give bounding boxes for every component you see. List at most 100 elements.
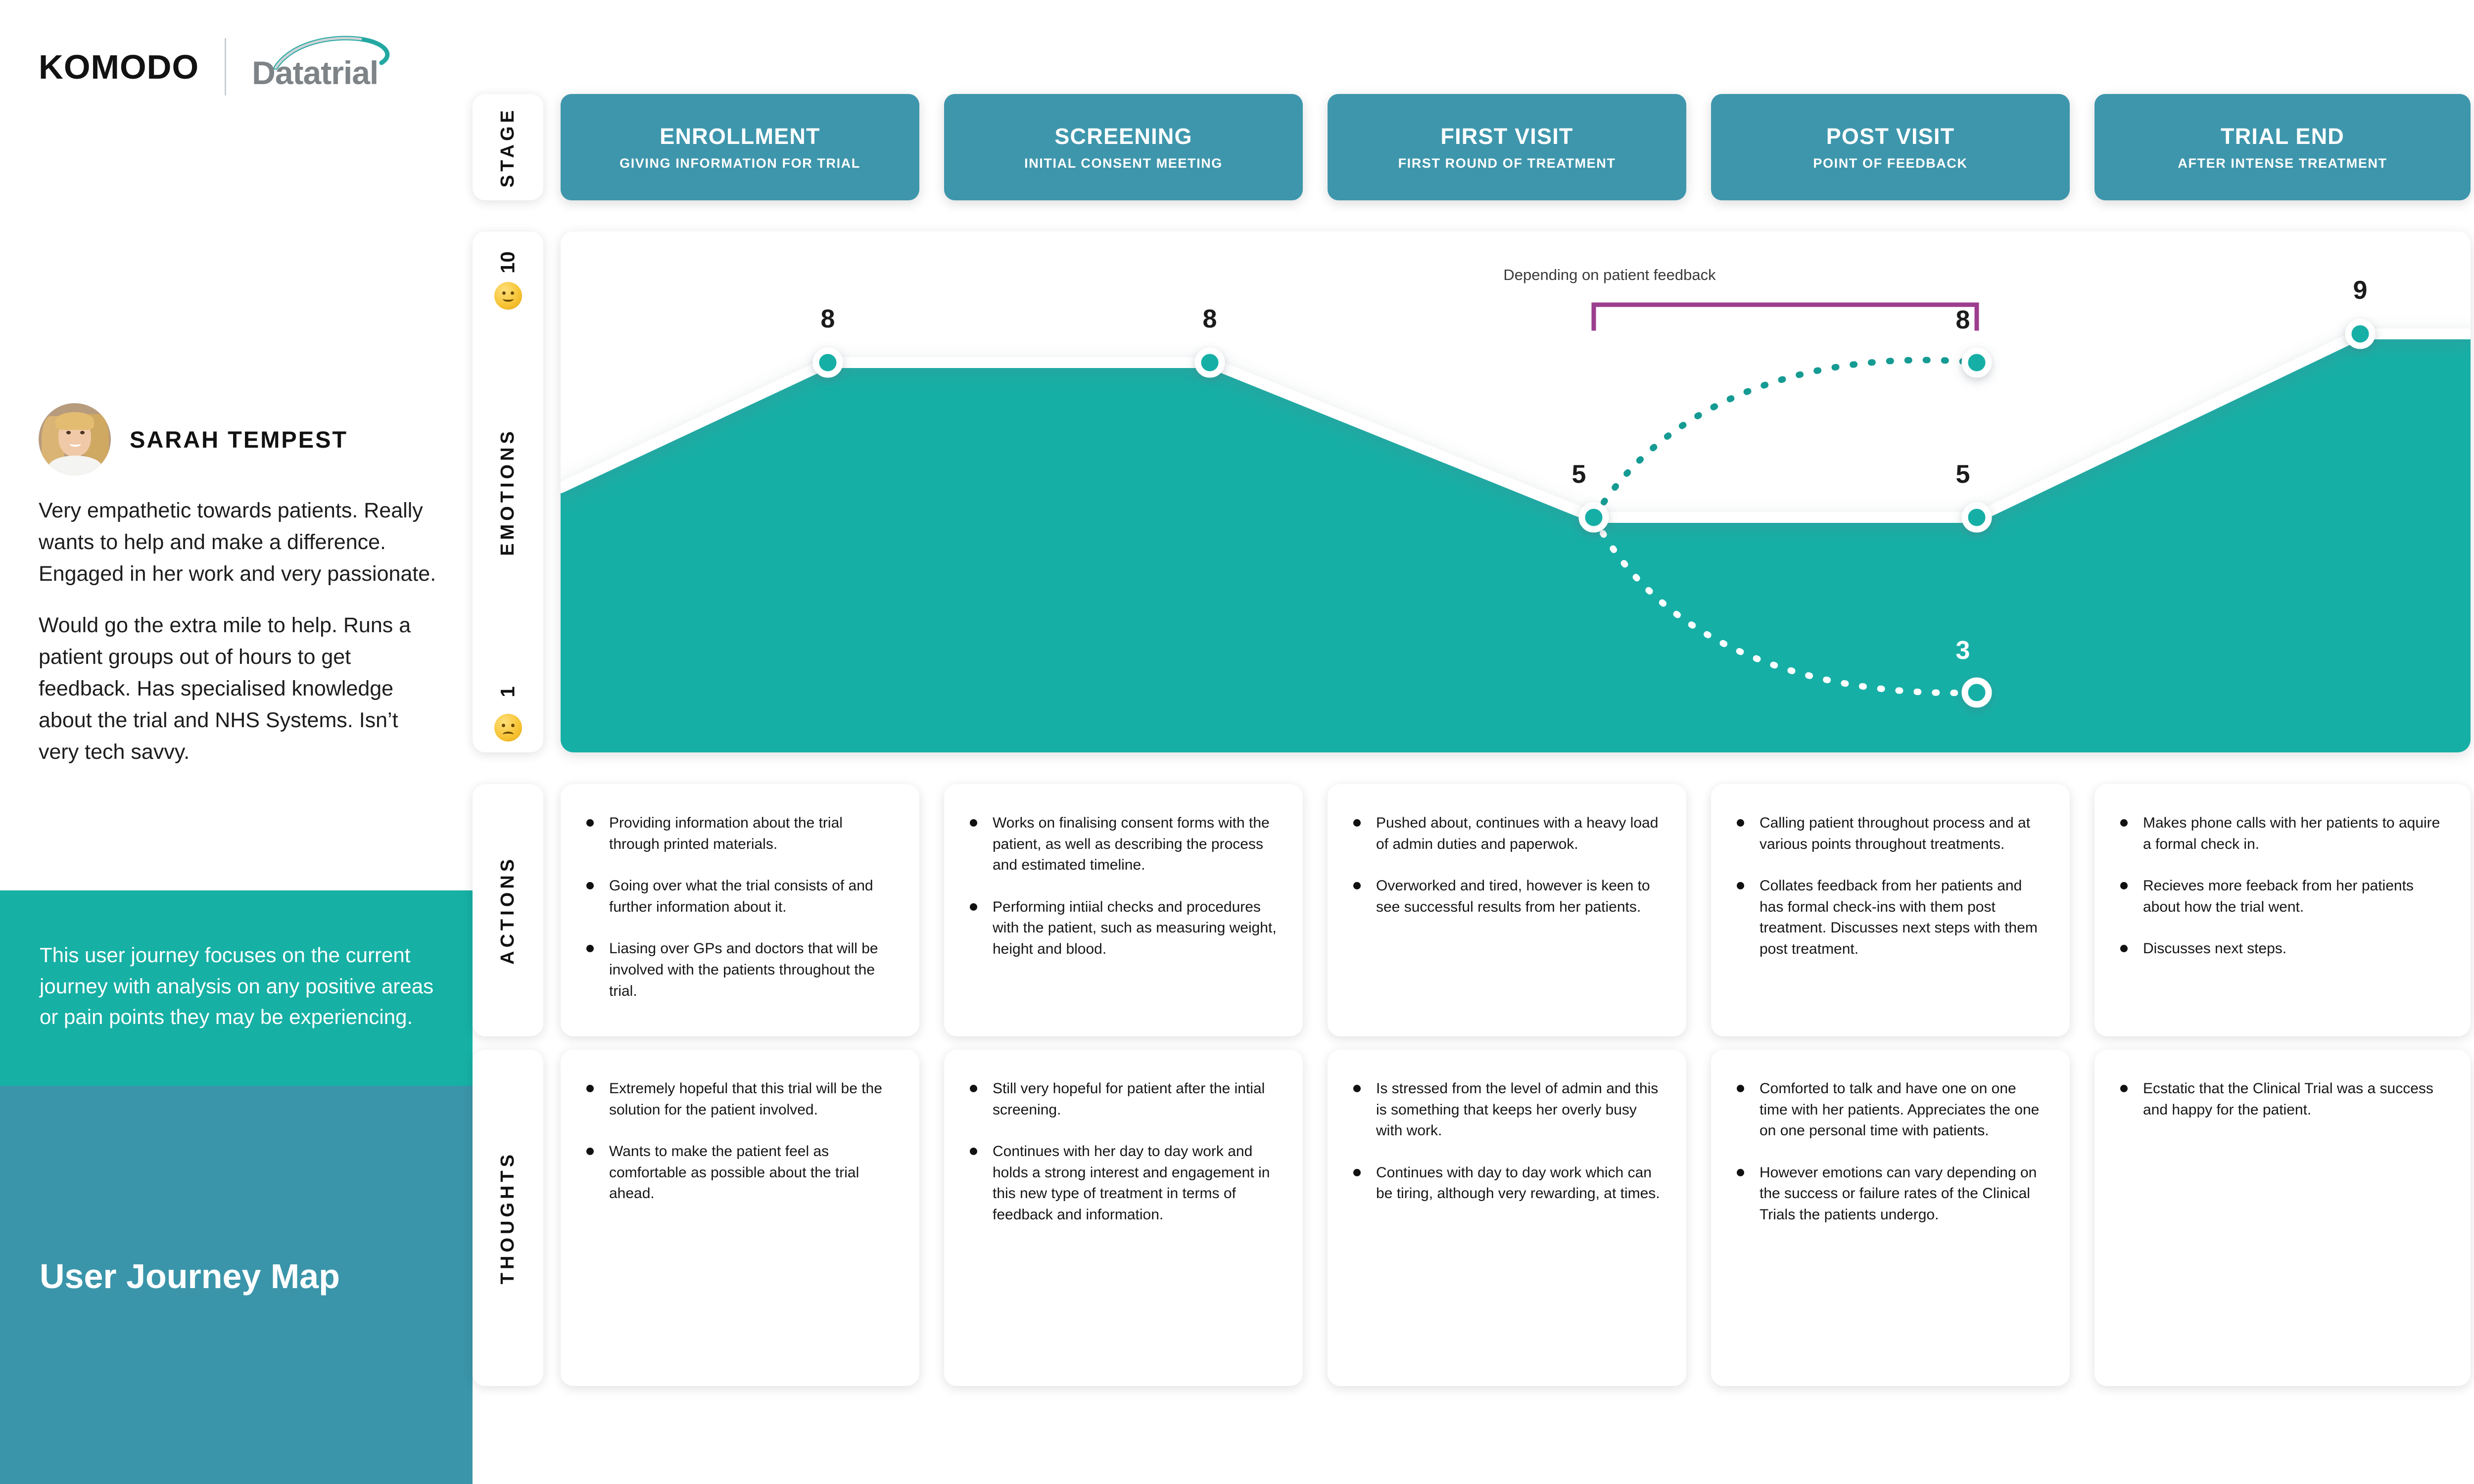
brand-logo-row: KOMODO Datatrial [39,36,400,96]
list-item: Is stressed from the level of admin and … [1349,1078,1661,1142]
bullet-dot-icon [586,1148,594,1156]
actions-cell-trial-end: Makes phone calls with her patients to a… [2094,784,2471,1036]
data-point-trial-end [2345,319,2376,349]
list-item: Discusses next steps. [2116,938,2445,960]
bullet-dot-icon [1737,882,1744,890]
stage-card-trial-end[interactable]: TRIAL END AFTER INTENSE TREATMENT [2094,94,2471,200]
datatrial-wordmark: Datatrial [252,54,379,91]
list-item: Works on finalising consent forms with t… [966,813,1277,876]
bullet-dot-icon [2120,819,2128,827]
emotions-points [812,319,2376,708]
point-label-enrollment: 8 [821,305,835,333]
bullet-dot-icon [1353,1085,1361,1092]
list-item: Extremely hopeful that this trial will b… [582,1078,894,1120]
bullet-list: Comforted to talk and have one on one ti… [1733,1078,2044,1226]
row-label-emotions: EMOTIONS [473,232,543,752]
logo-divider [225,38,227,95]
list-item: Performing intiial checks and procedures… [966,897,1277,960]
list-item: Overworked and tired, however is keen to… [1349,876,1661,918]
bullet-list: Works on finalising consent forms with t… [966,813,1277,960]
point-label-first-visit: 5 [1572,460,1586,489]
point-label-branch-positive: 8 [1956,306,1970,334]
stage-subtitle: AFTER INTENSE TREATMENT [2178,155,2387,171]
bullet-dot-icon [586,819,594,827]
point-label-trial-end: 9 [2353,276,2368,305]
stage-card-enrollment[interactable]: ENROLLMENT GIVING INFORMATION FOR TRIAL [561,94,919,200]
stage-title: TRIAL END [2221,123,2344,149]
actions-cell-enrollment: Providing information about the trial th… [561,784,919,1036]
journey-grid: STAGE EMOTIONS ACTIONS THOUGHTS 10 1 ENR… [473,0,2474,1484]
annotation-bracket [1591,302,1979,331]
bullet-dot-icon [970,1148,977,1156]
bullet-list: Pushed about, continues with a heavy loa… [1349,813,1661,918]
axis-min-label: 1 [497,686,519,697]
bullet-list: Is stressed from the level of admin and … [1349,1078,1661,1205]
bullet-list: Still very hopeful for patient after the… [966,1078,1277,1226]
persona-paragraph: Would go the extra mile to help. Runs a … [39,613,411,764]
bullet-list: Makes phone calls with her patients to a… [2116,813,2445,960]
stage-card-first-visit[interactable]: FIRST VISIT FIRST ROUND OF TREATMENT [1328,94,1686,200]
thoughts-cell-enrollment: Extremely hopeful that this trial will b… [561,1050,919,1386]
persona-name: SARAH TEMPEST [130,426,348,453]
stage-title: FIRST VISIT [1440,123,1573,149]
list-item: Makes phone calls with her patients to a… [2116,813,2445,855]
bullet-dot-icon [586,1085,594,1092]
list-item: However emotions can vary depending on t… [1733,1162,2044,1226]
bullet-dot-icon [1737,1085,1744,1092]
bullet-dot-icon [1737,819,1744,827]
stage-subtitle: GIVING INFORMATION FOR TRIAL [619,155,860,171]
data-point-first-visit [1578,502,1609,533]
actions-cell-first-visit: Pushed about, continues with a heavy loa… [1328,784,1686,1036]
stage-subtitle: POINT OF FEEDBACK [1813,155,1968,171]
list-item: Ecstatic that the Clinical Trial was a s… [2116,1078,2445,1120]
row-label-actions: ACTIONS [473,784,543,1036]
row-label-thoughts: THOUGHTS [473,1050,543,1386]
emotions-chart-svg: 8 8 5 5 9 8 3 [561,276,2471,752]
bullet-dot-icon [586,945,594,953]
list-item: Comforted to talk and have one on one ti… [1733,1078,2044,1142]
thoughts-cell-post-visit: Comforted to talk and have one on one ti… [1711,1050,2070,1386]
list-item: Calling patient throughout process and a… [1733,813,2044,855]
stage-card-screening[interactable]: SCREENING INITIAL CONSENT MEETING [944,94,1303,200]
data-point-branch-negative [1961,677,1992,708]
actions-cell-screening: Works on finalising consent forms with t… [944,784,1303,1036]
bullet-dot-icon [970,1085,977,1092]
persona-header: SARAH TEMPEST [39,403,348,475]
list-item: Continues with day to day work which can… [1349,1162,1661,1205]
emotions-axis: 10 1 [473,232,543,752]
bullet-dot-icon [1737,1168,1744,1176]
list-item: Pushed about, continues with a heavy loa… [1349,813,1661,855]
list-item: Liasing over GPs and doctors that will b… [582,938,894,1002]
bullet-list: Providing information about the trial th… [582,813,894,1002]
bullet-list: Ecstatic that the Clinical Trial was a s… [2116,1078,2445,1120]
data-point-post-visit [1961,502,1992,533]
journey-scope-note-text: This user journey focuses on the current… [40,943,434,1029]
bullet-dot-icon [2120,1085,2128,1092]
stage-subtitle: INITIAL CONSENT MEETING [1024,155,1223,171]
stage-card-post-visit[interactable]: POST VISIT POINT OF FEEDBACK [1711,94,2070,200]
bullet-dot-icon [1353,882,1361,890]
persona-description: Very empathetic towards patients. Really… [39,495,439,768]
swoosh-icon [273,36,390,70]
list-item: Going over what the trial consists of an… [582,876,894,918]
bullet-dot-icon [1353,819,1361,827]
komodo-logo: KOMODO [39,47,199,86]
list-item: Providing information about the trial th… [582,813,894,855]
data-point-enrollment [812,347,843,378]
bullet-list: Extremely hopeful that this trial will b… [582,1078,894,1205]
row-label-stage: STAGE [473,94,543,200]
thoughts-cell-screening: Still very hopeful for patient after the… [944,1050,1303,1386]
persona-paragraph: Very empathetic towards patients. Really… [39,499,436,586]
page-title: User Journey Map [40,1257,340,1296]
point-label-branch-negative: 3 [1956,636,1970,665]
emotions-chart: 8 8 5 5 9 8 3 Depending on patient feedb… [561,232,2471,752]
branch-negative-line [1590,514,1980,696]
bullet-dot-icon [2120,945,2128,953]
annotation-label: Depending on patient feedback [1503,266,1716,283]
datatrial-logo: Datatrial [252,36,400,96]
list-item: Recieves more feeback from her patients … [2116,876,2445,918]
stage-title: ENROLLMENT [660,123,820,149]
point-label-screening: 8 [1203,305,1217,333]
data-point-branch-positive [1961,347,1992,378]
